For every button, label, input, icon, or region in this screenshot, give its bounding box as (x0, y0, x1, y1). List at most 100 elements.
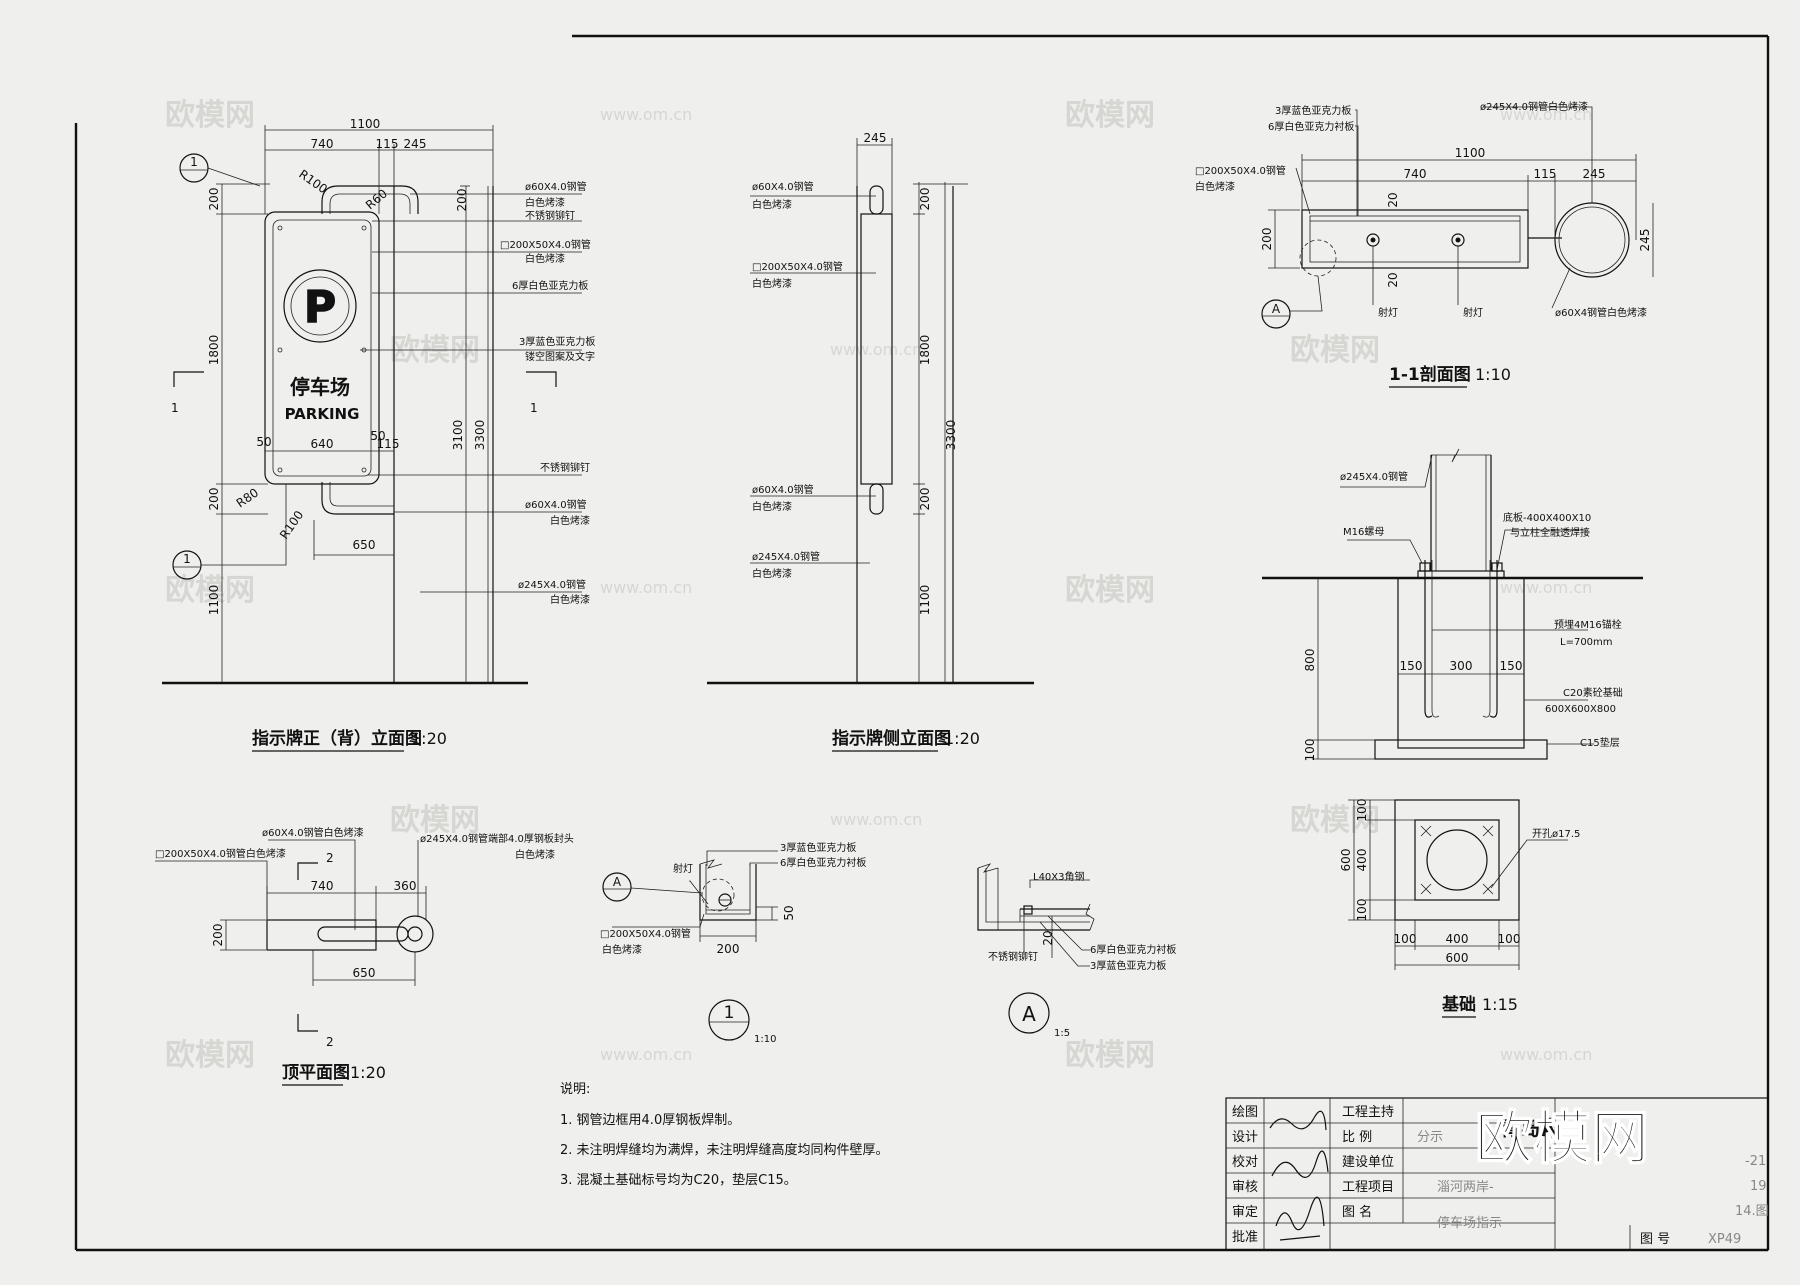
dim-text: 50 (256, 435, 271, 449)
parking-logo-circle (283, 269, 357, 343)
tb-row-label: 校对 (1232, 1154, 1258, 1170)
label-white-paint: 白色烤漆 (752, 567, 792, 580)
dim-text: 200 (455, 189, 469, 212)
dim-text: 3100 (451, 420, 465, 451)
label-spotlight: 射灯 (673, 863, 693, 875)
tb-row-label: 绘图 (1232, 1105, 1258, 1120)
label-white-paint: 白色烤漆 (550, 593, 590, 606)
detail-a-ref: A (1272, 302, 1281, 316)
watermark-brand: 欧模网 (390, 333, 480, 368)
watermark-brand: 欧模网 (165, 98, 255, 133)
detail-a-ref-circle (1008, 992, 1050, 1034)
dim-text: 640 (311, 437, 334, 451)
watermark-url: www.om.cn (830, 810, 922, 829)
tb-row-label: 审核 (1232, 1180, 1258, 1195)
watermark-brand: 欧模网 (1290, 333, 1380, 368)
dim-text: 200 (918, 188, 932, 211)
label-pipe-60: ø60X4.0钢管 (752, 483, 814, 496)
label-pipe-245: ø245X4.0钢管 (1340, 470, 1408, 483)
label-frame-tube: □200X50X4.0钢管 (500, 238, 591, 251)
label-rivet: 不锈钢铆钉 (540, 461, 590, 474)
dim-text: 245 (404, 137, 427, 151)
detail-a-ref: A (613, 875, 622, 889)
dim-text: 100 (1355, 799, 1369, 822)
label-blue-acrylic: 3厚蓝色亚克力板 (1275, 104, 1351, 117)
label-nut: M16螺母 (1343, 526, 1384, 538)
section-frame-rect (1301, 209, 1529, 269)
watermark-url: www.om.cn (1500, 1045, 1592, 1064)
dim-text: 1100 (207, 585, 221, 616)
tb-row-label: 审定 (1232, 1205, 1258, 1220)
section-callout-number: 1 (190, 155, 198, 169)
dim-text: 1100 (918, 585, 932, 616)
watermark-brand: 欧模网 (165, 573, 255, 608)
side-view-title: 指示牌侧立面图 (832, 728, 951, 749)
label-base-plate: 底板-400X400X10 (1503, 511, 1591, 524)
front-view-leaders (360, 193, 582, 593)
label-pipe-60: ø60X4.0钢管 (525, 498, 587, 511)
label-white-paint: 白色烤漆 (752, 198, 792, 211)
label-anchor-bolt: 预埋4M16锚栓 (1554, 618, 1622, 631)
label-white-paint: 白色烤漆 (550, 514, 590, 527)
title-block: 绘图 设计 校对 审核 审定 批准 工程主持 比 例 建设单位 工程项目 图 名… (1225, 1097, 1769, 1251)
foundation-view: 800 100 150 300 150 ø245X4.0钢管 底板-400X40… (1262, 448, 1643, 1018)
brand-logo-overlay: 欧模网 (1475, 1104, 1649, 1172)
dim-text: 1100 (350, 117, 381, 131)
dim-text: 115 (377, 437, 400, 451)
detail-a-callout (1261, 299, 1291, 329)
side-elevation-view: 245 200 1800 3300 200 1100 ø60X4.0钢管 白色烤… (707, 131, 1034, 752)
dim-text: 245 (864, 131, 887, 145)
label-weld: 与立柱全融透焊接 (1510, 526, 1590, 539)
foundation-title: 基础 (1441, 994, 1476, 1015)
label-pipe-245: ø245X4.0钢管端部4.0厚钢板封头 (420, 832, 574, 845)
label-pipe-245: ø245X4.0钢管 (518, 578, 586, 591)
tb-edge-text: 14.图 (1735, 1204, 1769, 1219)
top-plan-view: 740 360 200 650 2 2 ø60X4.0钢管白色烤漆 □200X5… (155, 826, 574, 1086)
label-hollow-text: 镂空图案及文字 (525, 350, 595, 363)
tb-drawing-no-label: 图 号 (1640, 1232, 1670, 1247)
foundation-plan-outline (1394, 799, 1520, 921)
tb-edge-text: 19 (1750, 1179, 1767, 1194)
label-blue-acrylic: 3厚蓝色亚克力板 (519, 335, 595, 348)
section-mark-2: 2 (326, 1035, 334, 1049)
label-white-paint: 白色烤漆 (602, 943, 642, 956)
watermark-brand: 欧模网 (1065, 98, 1155, 133)
top-plan-title: 顶平面图 (282, 1063, 350, 1083)
cushion-layer (1374, 739, 1548, 760)
label-white-acrylic: 6厚白色亚克力衬板 (1268, 120, 1354, 133)
label-concrete-size: 600X600X800 (1545, 704, 1616, 715)
detail-a-callout (602, 872, 632, 902)
sign-panel-outline (264, 211, 380, 485)
dim-text: 245 (1638, 229, 1652, 252)
section-mark-2: 2 (326, 851, 334, 865)
signature (1269, 1110, 1327, 1131)
label-angle-steel: L40X3角钢 (1033, 870, 1085, 883)
dim-text: 1100 (1455, 146, 1486, 160)
section-view-scale: 1:10 (1475, 365, 1511, 384)
section-mark-left: 1 (171, 401, 179, 415)
note-item: 1. 钢管边框用4.0厚钢板焊制。 (560, 1112, 740, 1128)
signature (1275, 1196, 1325, 1241)
dim-text: 360 (394, 879, 417, 893)
dim-text: 100 (1394, 932, 1417, 946)
section-view-title: 1-1剖面图 (1389, 364, 1471, 385)
note-item: 2. 未注明焊缝均为满焊，未注明焊缝高度均同构件壁厚。 (560, 1142, 889, 1158)
dim-text: 1800 (918, 335, 932, 366)
label-frame-tube: □200X50X4.0钢管 (752, 260, 843, 273)
label-bolt-length: L=700mm (1560, 637, 1613, 648)
concrete-footing (1397, 577, 1525, 749)
label-blue-acrylic: 3厚蓝色亚克力板 (780, 841, 856, 854)
dim-text: 200 (211, 924, 225, 947)
dim-text: 50 (370, 429, 385, 443)
dim-text: 115 (376, 137, 399, 151)
dim-text: 200 (1260, 228, 1274, 251)
note-item: 3. 混凝土基础标号均为C20，垫层C15。 (560, 1172, 797, 1188)
tb-edge-text: -21 (1745, 1154, 1766, 1169)
tb-row-label: 批准 (1232, 1230, 1258, 1245)
detail-a-view: 20 L40X3角钢 不锈钢铆钉 6厚白色亚克力衬板 3厚蓝色亚克力板 A 1:… (977, 863, 1176, 1039)
top-plan-frame (266, 919, 377, 951)
label-cushion: C15垫层 (1580, 736, 1620, 749)
signature (1271, 1150, 1329, 1178)
